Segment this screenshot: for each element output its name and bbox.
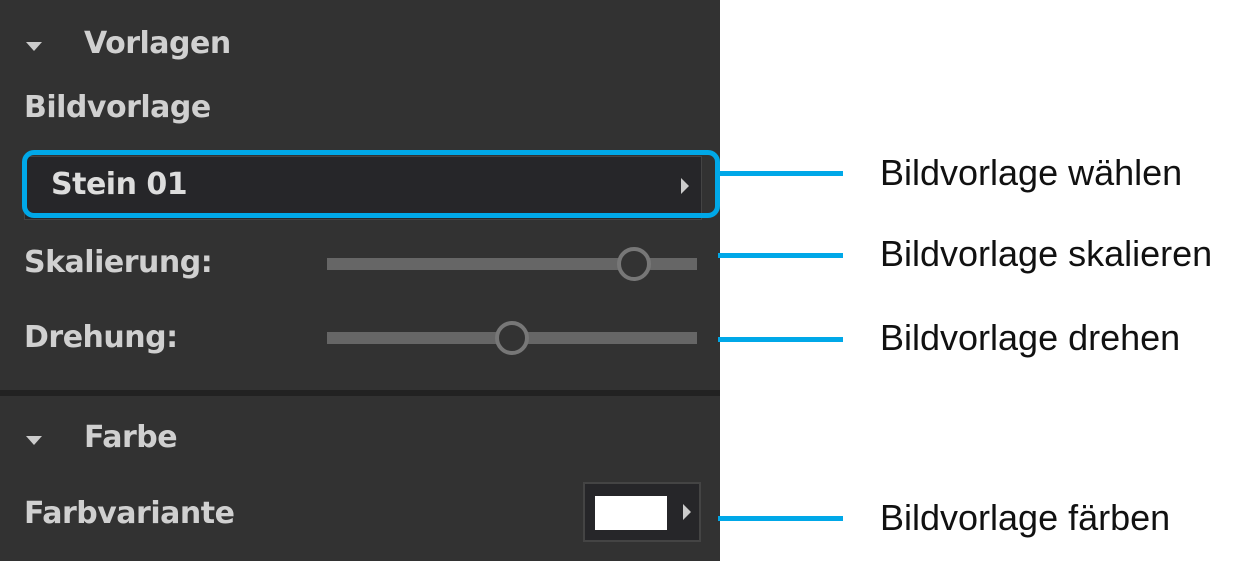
callout-line [718,171,843,176]
scale-slider[interactable] [327,247,697,281]
rotation-label: Drehung: [24,320,178,355]
collapse-triangle-icon[interactable] [26,436,42,445]
section-header-vorlagen[interactable]: Vorlagen [84,26,231,61]
highlight-outline [22,150,720,218]
image-template-label: Bildvorlage [24,90,211,125]
scale-slider-thumb[interactable] [617,247,652,281]
callout-line [718,253,843,258]
callout-select-template: Bildvorlage wählen [880,152,1183,193]
properties-panel: Vorlagen Bildvorlage Stein 01 Skalierung… [0,0,720,561]
scale-label: Skalierung: [24,245,213,280]
chevron-right-icon [683,504,691,520]
section-header-farbe[interactable]: Farbe [84,420,178,455]
section-divider [0,390,720,396]
color-variant-picker[interactable] [583,482,701,542]
rotation-slider[interactable] [327,321,697,355]
callout-line [718,337,843,342]
callout-line [718,516,843,521]
callout-scale-template: Bildvorlage skalieren [880,233,1213,274]
image-template-value: Stein 01 [51,167,188,202]
color-swatch [595,496,667,530]
callout-color-template: Bildvorlage färben [880,497,1171,538]
collapse-triangle-icon[interactable] [26,42,42,51]
color-variant-label: Farbvariante [24,496,235,531]
rotation-slider-thumb[interactable] [495,321,529,355]
image-template-dropdown[interactable]: Stein 01 [24,156,702,220]
chevron-right-icon [681,178,689,194]
callout-rotate-template: Bildvorlage drehen [880,317,1181,358]
